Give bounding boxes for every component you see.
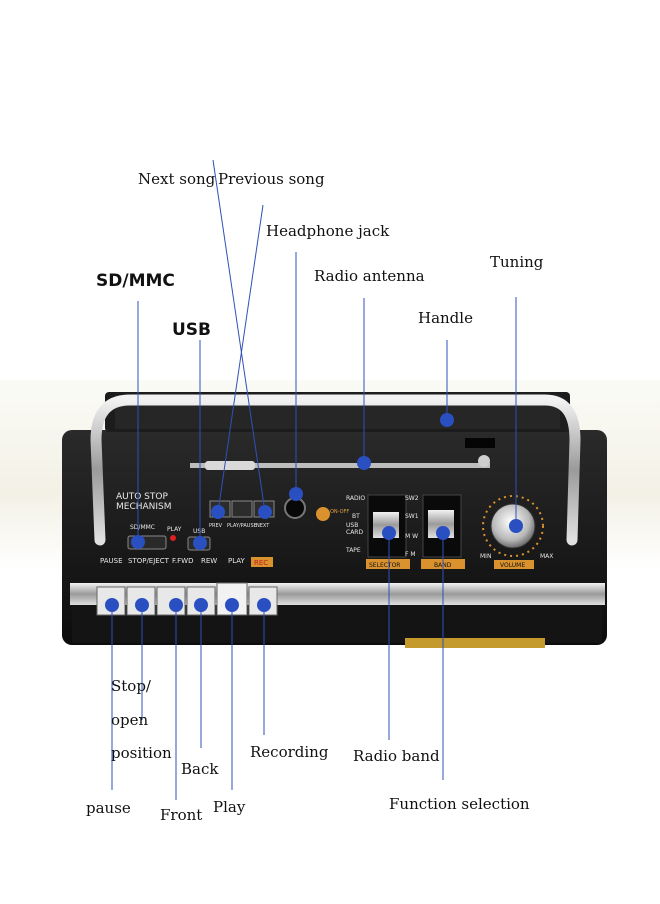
callout-function-selection: Function selection	[389, 795, 530, 813]
marker-radio-antenna	[357, 456, 371, 470]
label-usb-port: USB	[193, 528, 205, 535]
marker-handle	[440, 413, 454, 427]
label-next: NEXT	[256, 523, 270, 529]
callout-back: Back	[181, 760, 219, 778]
label-tape: TAPE	[345, 547, 361, 554]
label-min: MIN	[480, 553, 491, 560]
callout-recording: Recording	[250, 743, 329, 761]
antenna	[190, 455, 490, 470]
label-ffwd-key: F.FWD	[172, 557, 193, 565]
marker-back	[194, 598, 208, 612]
label-usb-card: USB	[346, 522, 358, 529]
label-volume: VOLUME	[500, 562, 525, 569]
marker-play	[225, 598, 239, 612]
label-power: ON-OFF	[330, 509, 349, 515]
marker-front	[169, 598, 183, 612]
marker-recording	[257, 598, 271, 612]
marker-function-selection	[436, 526, 450, 540]
label-max: MAX	[540, 553, 553, 560]
marker-sd-mmc	[131, 535, 145, 549]
label-play-key: PLAY	[228, 557, 246, 565]
marker-headphone-jack	[289, 487, 303, 501]
callout-front: Front	[160, 806, 203, 824]
callout-previous-song: Previous song	[218, 170, 325, 188]
device-text: AUTO STOP MECHANISM SD/MMC PLAY USB PREV…	[100, 492, 553, 569]
marker-tuning	[509, 519, 523, 533]
label-fm: F M	[405, 551, 416, 558]
label-radio: RADIO	[346, 495, 365, 502]
callout-next-song: Next song	[138, 170, 216, 188]
callout-play: Play	[213, 798, 246, 816]
label-prev: PREV	[209, 523, 223, 529]
label-selector: SELECTOR	[369, 562, 400, 569]
label-rec-key: REC	[254, 559, 268, 567]
label-mw: M W	[405, 533, 418, 540]
label-auto-stop: AUTO STOP	[116, 492, 168, 502]
callout-stop-open-2: open	[111, 711, 149, 729]
label-stop-eject-key: STOP/EJECT	[128, 557, 170, 565]
label-bt: BT	[352, 513, 360, 520]
callout-usb: USB	[172, 320, 212, 340]
callout-radio-antenna: Radio antenna	[314, 267, 425, 285]
marker-radio-band	[382, 526, 396, 540]
callout-pause: pause	[86, 799, 131, 817]
leader-lines	[111, 159, 517, 800]
marker-next-song	[258, 505, 272, 519]
label-sw2: SW2	[405, 495, 419, 502]
label-sd-port: SD/MMC	[130, 524, 155, 531]
callout-handle: Handle	[418, 309, 473, 327]
marker-stop	[135, 598, 149, 612]
callout-sd-mmc: SD/MMC	[96, 271, 175, 291]
callout-stop-open-1: Stop/	[111, 677, 151, 695]
label-rew-key: REW	[201, 557, 217, 565]
marker-previous-song	[211, 505, 225, 519]
marker-pause	[105, 598, 119, 612]
label-sw1: SW1	[405, 513, 419, 520]
callout-headphone-jack: Headphone jack	[266, 222, 390, 240]
callout-radio-band: Radio band	[353, 747, 440, 765]
label-play-pause: PLAY/PAUSE	[227, 523, 257, 529]
callout-tuning: Tuning	[490, 253, 544, 271]
label-pause-key: PAUSE	[100, 557, 123, 565]
label-play-led: PLAY	[167, 526, 182, 533]
marker-usb	[193, 536, 207, 550]
label-card: CARD	[346, 529, 363, 536]
handle	[90, 394, 581, 546]
label-mechanism: MECHANISM	[116, 502, 172, 512]
callout-stop-open-3: position	[111, 744, 172, 762]
markers	[105, 413, 523, 612]
